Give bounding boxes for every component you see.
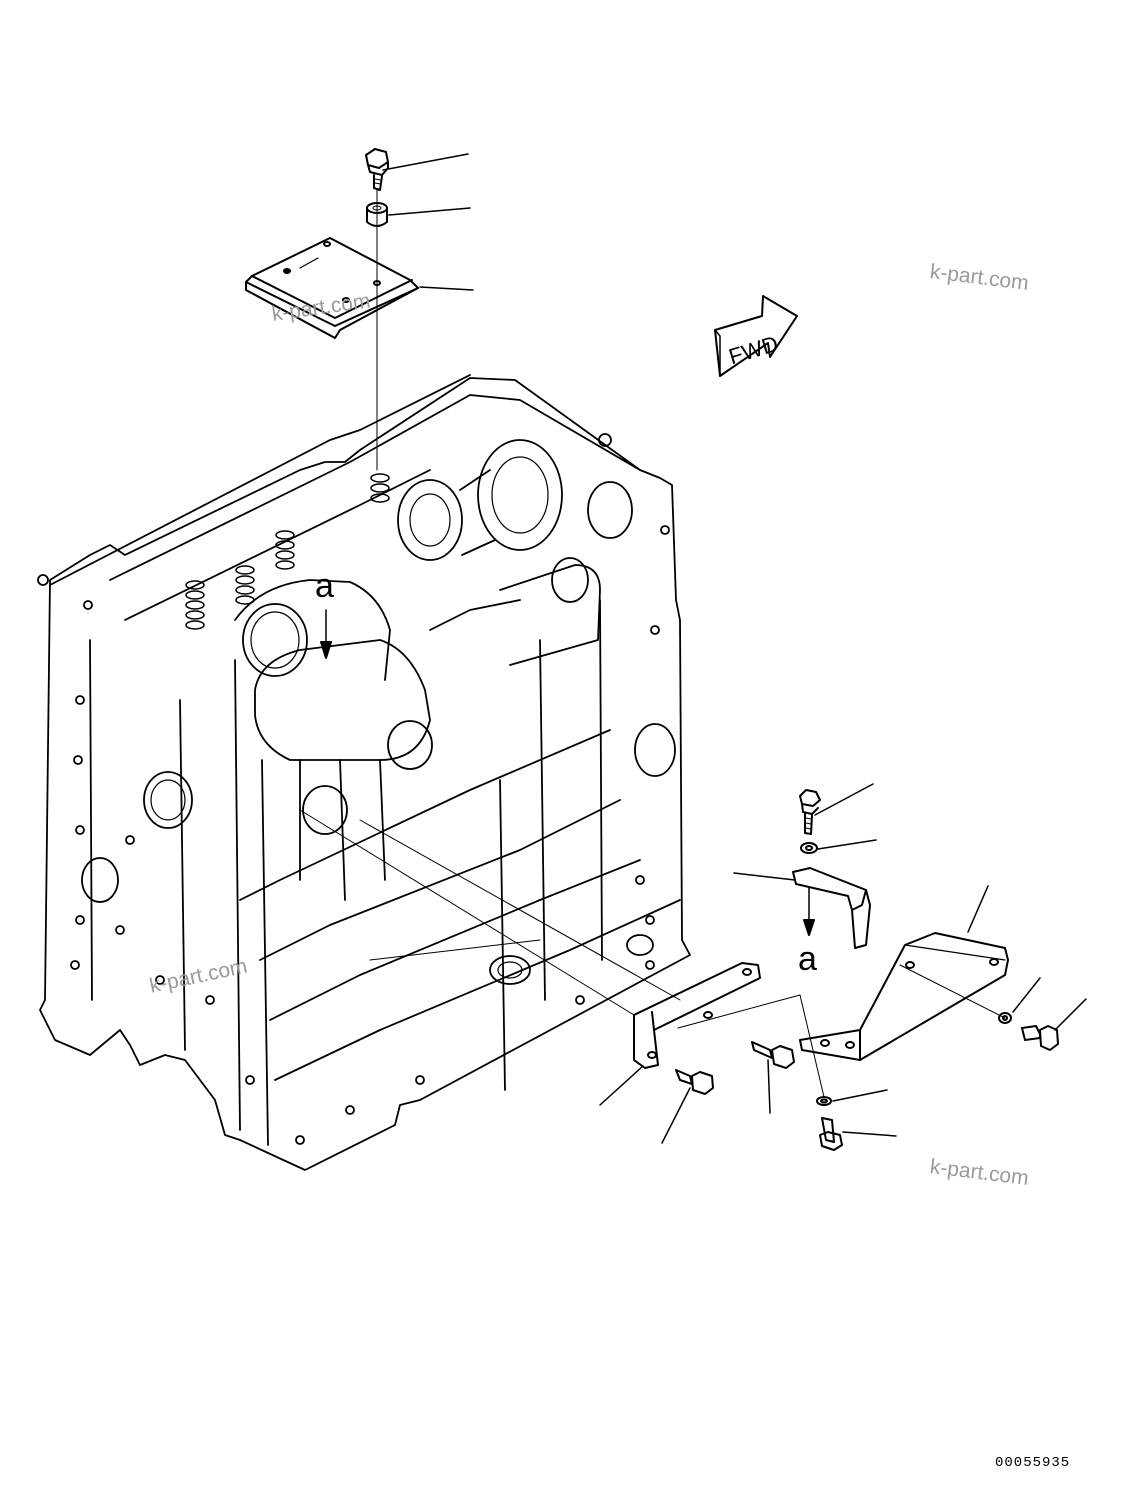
lower-bracket: [633, 962, 761, 1069]
stud-bolt: [819, 1117, 843, 1151]
leader-mid-washer: [817, 839, 877, 850]
leader-lower-bolt-left: [661, 1087, 691, 1144]
fwd-arrow-icon: FWD: [714, 295, 798, 377]
view-marker-a-top: a: [315, 567, 334, 659]
view-ref-top-label: a: [315, 567, 334, 605]
view-marker-a-bottom: a: [798, 887, 817, 978]
leader-lower-bolt-center: [767, 1059, 771, 1114]
small-bracket: [792, 867, 871, 949]
top-bolt: [365, 148, 389, 191]
leader-stud-bolt: [842, 1131, 897, 1137]
leader-large-bracket: [967, 885, 989, 933]
engine-block: [37, 374, 691, 1171]
large-bracket-plate: [799, 932, 1009, 1061]
leader-right-bolt: [1054, 998, 1087, 1031]
right-washer: [998, 1012, 1012, 1024]
drawing-number: 00055935: [995, 1455, 1070, 1471]
lower-bolt-left: [675, 1069, 714, 1095]
mid-bolt: [799, 789, 821, 835]
cover-plate: [245, 237, 419, 339]
leader-lower-washer: [832, 1089, 888, 1102]
leader-cover-plate: [419, 286, 474, 291]
mid-washer: [800, 842, 818, 854]
leader-lower-bracket: [599, 1065, 644, 1106]
lower-bolt-center: [751, 1041, 795, 1069]
leader-top-bolt: [382, 153, 469, 171]
fwd-label: FWD: [726, 331, 781, 370]
assembly-axes-lower: [299, 809, 1006, 1098]
lower-washer: [816, 1096, 832, 1106]
leader-spacer: [388, 207, 471, 216]
leader-small-bracket: [733, 872, 796, 881]
view-ref-bottom-label: a: [798, 940, 817, 978]
right-bolt: [1021, 1025, 1059, 1051]
leader-right-washer: [1012, 977, 1041, 1013]
leader-mid-bolt: [814, 783, 874, 816]
